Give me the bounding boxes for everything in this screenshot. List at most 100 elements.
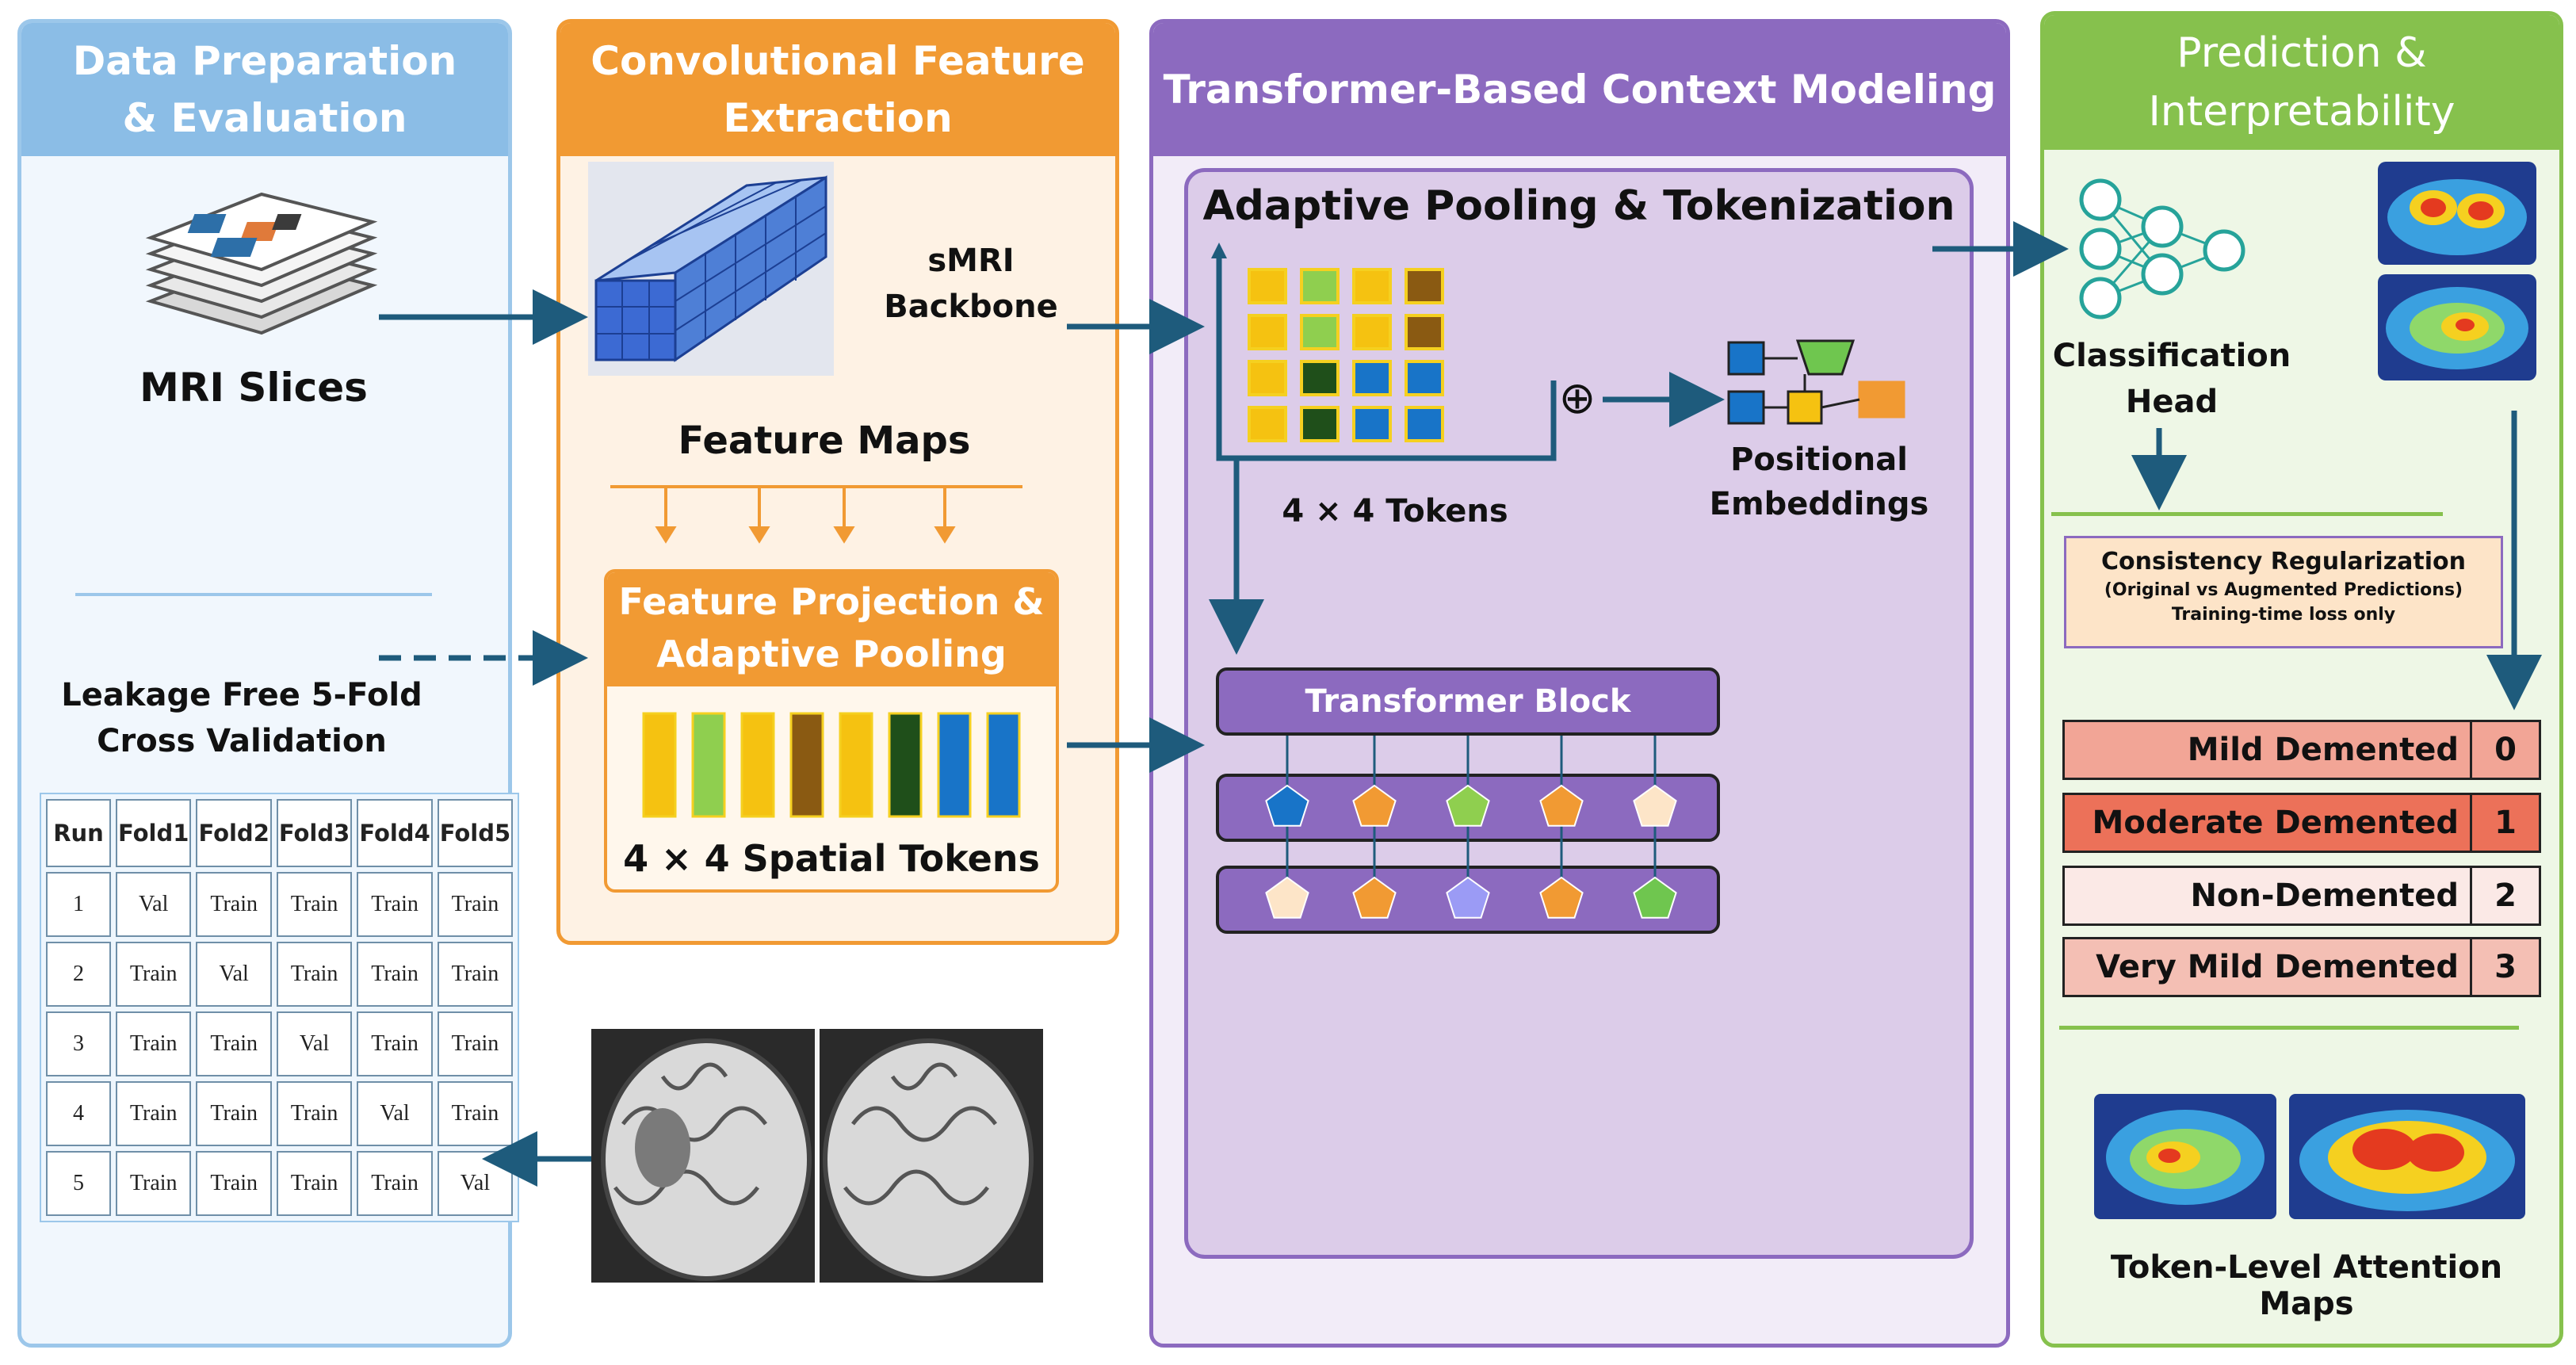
cnn-feature-block-icon bbox=[588, 162, 834, 376]
feature-maps-arrows bbox=[610, 485, 1022, 544]
projection-title-line1: Feature Projection & bbox=[618, 580, 1045, 623]
attention-map-icon bbox=[2289, 1094, 2525, 1219]
brain-mri-image bbox=[591, 1029, 1043, 1283]
table-cell: Train bbox=[116, 1151, 192, 1216]
head-line1: Classification bbox=[2052, 338, 2291, 374]
class-index: 3 bbox=[2494, 949, 2517, 985]
classification-head-label: Classification Head bbox=[2045, 333, 2299, 425]
token-cell bbox=[1405, 406, 1444, 442]
token-cell bbox=[1352, 406, 1392, 442]
token-node bbox=[1539, 784, 1584, 827]
feature-projection-box: Feature Projection & Adaptive Pooling 4 … bbox=[604, 569, 1059, 893]
token-cell bbox=[1300, 360, 1340, 396]
cv-header-cell: Fold4 bbox=[357, 799, 433, 867]
token-cell bbox=[1300, 406, 1340, 442]
table-cell: Train bbox=[276, 1151, 353, 1216]
class-index: 2 bbox=[2494, 878, 2517, 914]
transformer-block-header: Transformer Block bbox=[1216, 667, 1720, 736]
consistency-sub1: (Original vs Augmented Predictions) bbox=[2104, 580, 2463, 600]
class-name: Mild Demented bbox=[2065, 722, 2472, 778]
spatial-token-bars-svg bbox=[642, 712, 1021, 818]
cv-label-line2: Cross Validation bbox=[97, 723, 387, 759]
plus-symbol: ⊕ bbox=[1558, 373, 1596, 424]
token-grid-axes bbox=[1216, 254, 1557, 461]
table-cell: Train bbox=[276, 1081, 353, 1146]
cv-table-header-row: Run Fold1 Fold2 Fold3 Fold4 Fold5 bbox=[46, 799, 514, 867]
consistency-sub2: Training-time loss only bbox=[2171, 605, 2396, 625]
class-name: Very Mild Demented bbox=[2065, 939, 2472, 995]
spatial-token-bar bbox=[740, 712, 775, 818]
class-index: 1 bbox=[2494, 805, 2517, 841]
panel-header-data-preparation: Data Preparation & Evaluation bbox=[21, 23, 508, 156]
spatial-token-bar bbox=[888, 712, 923, 818]
table-row: 1 Val Train Train Train Train bbox=[46, 872, 514, 937]
spatial-tokens-label: 4 × 4 Spatial Tokens bbox=[623, 837, 1040, 880]
token-cell bbox=[1352, 268, 1392, 304]
cv-table: Run Fold1 Fold2 Fold3 Fold4 Fold5 1 Val … bbox=[41, 794, 518, 1221]
class-row-very-mild-demented: Very Mild Demented 3 bbox=[2062, 937, 2541, 997]
consistency-title: Consistency Regularization bbox=[2101, 548, 2466, 575]
attention-heatmap-icon bbox=[2378, 274, 2536, 380]
spatial-token-bar bbox=[691, 712, 726, 818]
spatial-token-bars bbox=[640, 712, 1037, 823]
table-cell: Val bbox=[357, 1081, 433, 1146]
neural-network-icon bbox=[2079, 178, 2245, 319]
spatial-token-bar bbox=[789, 712, 824, 818]
class-name: Non-Demented bbox=[2065, 868, 2472, 923]
table-cell: Val bbox=[116, 872, 192, 937]
table-cell: 5 bbox=[46, 1151, 111, 1216]
attention-map-icon bbox=[2094, 1094, 2276, 1219]
attention-maps-label: Token-Level Attention Maps bbox=[2110, 1249, 2503, 1322]
token-node bbox=[1539, 876, 1584, 919]
token-node bbox=[1446, 784, 1490, 827]
spatial-token-bar bbox=[839, 712, 873, 818]
panel-header-transformer: Transformer-Based Context Modeling bbox=[1153, 23, 2006, 156]
panel-title-line2: Extraction bbox=[723, 95, 953, 141]
backbone-line2: Backbone bbox=[884, 289, 1058, 325]
projection-title-line2: Adaptive Pooling bbox=[656, 633, 1007, 675]
cv-label: Leakage Free 5-Fold Cross Validation bbox=[48, 672, 436, 764]
cv-header-cell: Fold3 bbox=[276, 799, 353, 867]
token-cell bbox=[1248, 360, 1287, 396]
table-cell: Train bbox=[437, 942, 514, 1007]
table-cell: Train bbox=[196, 1081, 272, 1146]
cv-header-cell: Fold1 bbox=[116, 799, 192, 867]
backbone-line1: sMRI bbox=[927, 243, 1015, 279]
token-cell bbox=[1300, 268, 1340, 304]
consistency-regularization-box: Consistency Regularization (Original vs … bbox=[2064, 536, 2503, 648]
mri-slices-label: MRI Slices bbox=[140, 365, 368, 411]
token-node bbox=[1352, 876, 1397, 919]
token-cell bbox=[1352, 314, 1392, 350]
table-cell: Train bbox=[357, 942, 433, 1007]
panel-header-convolutional: Convolutional Feature Extraction bbox=[560, 23, 1115, 156]
transformer-block-label: Transformer Block bbox=[1305, 683, 1631, 720]
table-cell: Train bbox=[276, 872, 353, 937]
table-cell: Train bbox=[196, 1011, 272, 1076]
token-cell bbox=[1300, 314, 1340, 350]
token-node bbox=[1446, 876, 1490, 919]
table-cell: Train bbox=[437, 872, 514, 937]
table-cell: Train bbox=[196, 872, 272, 937]
table-cell: Train bbox=[116, 1081, 192, 1146]
mri-slices-stack-icon bbox=[145, 192, 378, 335]
panel-title-line2: & Evaluation bbox=[122, 95, 407, 141]
class-name: Moderate Demented bbox=[2065, 795, 2472, 851]
token-node bbox=[1633, 876, 1677, 919]
token-cell bbox=[1352, 360, 1392, 396]
attention-heatmap-icon bbox=[2378, 162, 2536, 265]
table-row: 3 Train Train Val Train Train bbox=[46, 1011, 514, 1076]
table-cell: Train bbox=[196, 1151, 272, 1216]
token-cell bbox=[1248, 268, 1287, 304]
cv-table-container: Run Fold1 Fold2 Fold3 Fold4 Fold5 1 Val … bbox=[40, 793, 520, 1222]
table-cell: 1 bbox=[46, 872, 111, 937]
table-cell: Train bbox=[357, 1151, 433, 1216]
cv-label-line1: Leakage Free 5-Fold bbox=[61, 677, 422, 713]
token-grid-axis-arrowhead bbox=[1211, 243, 1227, 258]
token-node bbox=[1352, 784, 1397, 827]
token-node bbox=[1265, 784, 1309, 827]
table-cell: Train bbox=[357, 1011, 433, 1076]
panel-title-line1: Convolutional Feature bbox=[590, 38, 1085, 84]
panel-header-prediction: Prediction & Interpretability bbox=[2044, 15, 2559, 150]
token-node bbox=[1265, 876, 1309, 919]
